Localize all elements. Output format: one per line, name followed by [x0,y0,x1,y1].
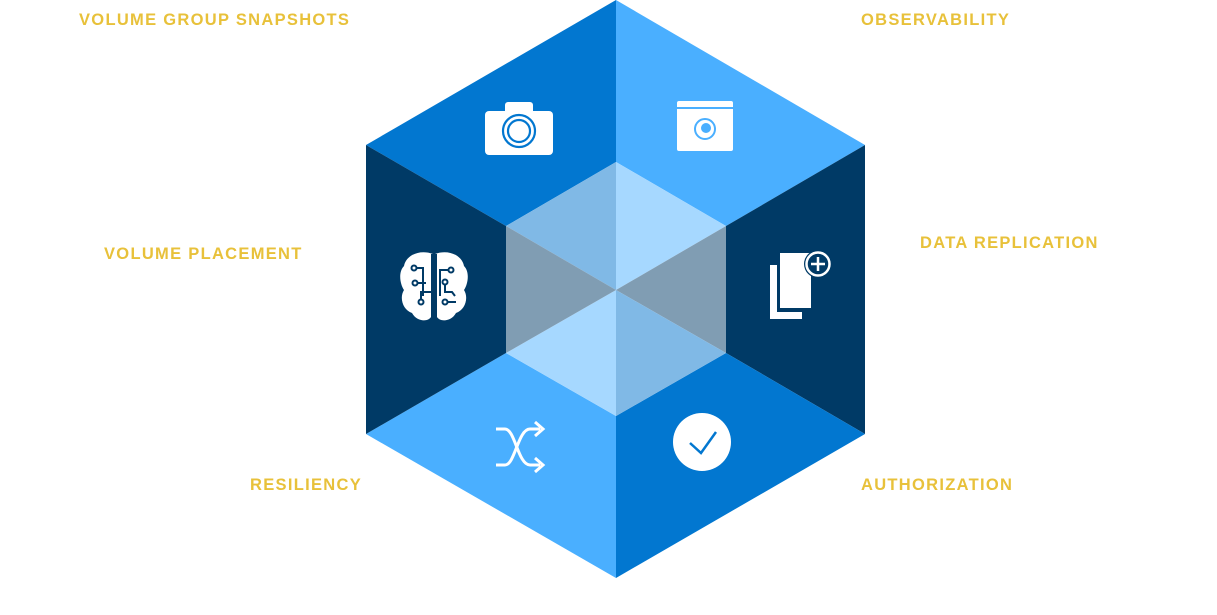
label-resiliency: RESILIENCY [250,476,363,494]
camera-icon [485,102,553,155]
core-left [506,226,616,353]
label-volume-group-snapshots: VOLUME GROUP SNAPSHOTS [79,11,351,29]
label-data-replication: DATA REPLICATION [920,234,1099,252]
label-authorization: AUTHORIZATION [861,476,1014,494]
browser-eye-icon [677,101,733,151]
shuffle-icon [496,420,546,474]
check-circle-icon [673,413,731,471]
copy-add-icon [770,250,832,319]
core-bottom-left [506,290,616,416]
core-right [616,226,726,353]
core-top-left [506,162,616,290]
core-bottom-right [616,290,726,416]
segment-resiliency [366,353,616,578]
segment-volume-placement [366,145,506,434]
label-observability: OBSERVABILITY [861,11,1011,29]
segment-observability [616,0,865,226]
brain-circuit-icon [400,252,468,321]
segment-authorization [616,353,865,578]
label-volume-placement: VOLUME PLACEMENT [104,245,303,263]
core-top-right [616,162,726,290]
